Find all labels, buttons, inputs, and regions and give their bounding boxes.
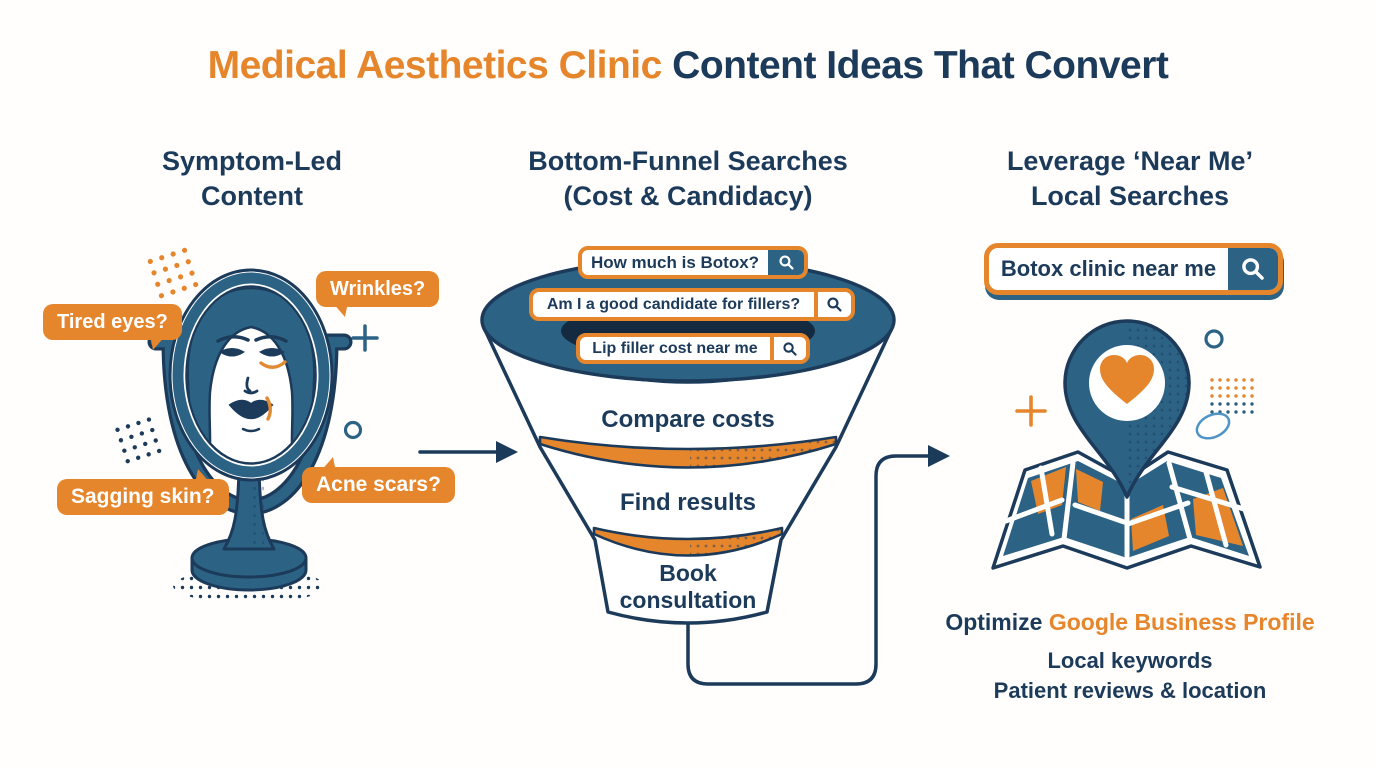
search-input[interactable]: Lip filler cost near me [576, 333, 810, 364]
local-search-input[interactable]: Botox clinic near me [984, 243, 1283, 295]
symptom-bubble: Wrinkles? [316, 271, 440, 317]
tip-patient-reviews: Patient reviews & location [993, 678, 1267, 703]
bubble-label: Wrinkles? [330, 278, 426, 300]
heading-local-line2: Local Searches [1030, 181, 1230, 211]
funnel-stage-label: Find results [619, 489, 757, 516]
face-accents [259, 360, 287, 421]
search-button[interactable] [768, 250, 804, 275]
folded-map [991, 450, 1262, 570]
flow-connector-icon [686, 445, 950, 686]
plus-decoration [1015, 395, 1047, 427]
search-query-text: How much is Botox? [590, 252, 760, 272]
search-icon [778, 255, 794, 270]
search-button[interactable] [814, 292, 851, 317]
search-query-text: Am I a good candidate for fillers? [546, 295, 801, 313]
heading-symptom-led: Symptom-Led Content [92, 144, 412, 214]
dots-decoration-orange [147, 247, 199, 299]
tip-highlight: Google Business Profile [1048, 609, 1315, 635]
heading-symptom-line1: Symptom-Led [161, 146, 342, 176]
circle-decoration [343, 420, 363, 440]
page-title: Medical Aesthetics Clinic Content Ideas … [0, 44, 1376, 88]
page-title-rest: Content Ideas That Convert [672, 44, 1169, 87]
page-title-highlight: Medical Aesthetics Clinic [207, 44, 673, 87]
heart-icon [1100, 355, 1154, 404]
heading-funnel-line1: Bottom-Funnel Searches [528, 146, 848, 176]
tip-optimize-gbp: Optimize Google Business Profile [930, 609, 1330, 636]
heading-symptom-line2: Content [201, 181, 303, 211]
search-query-text: Botox clinic near me [1000, 256, 1217, 281]
search-icon [827, 297, 842, 312]
map-blocks [1031, 467, 1243, 551]
search-icon [1242, 258, 1264, 280]
ellipse-decoration [1195, 412, 1231, 440]
symptom-bubble: Acne scars? [302, 457, 455, 503]
symptom-bubble: Tired eyes? [43, 304, 182, 350]
map-illustration [991, 319, 1262, 570]
heading-local-line1: Leverage ‘Near Me’ [1006, 146, 1254, 176]
heading-near-me: Leverage ‘Near Me’ Local Searches [950, 144, 1310, 214]
stem-texture [252, 478, 264, 544]
mirror-illustration [115, 247, 379, 603]
search-icon [783, 341, 797, 356]
search-query-text: Lip filler cost near me [592, 339, 758, 357]
dots-decoration-grid [1210, 378, 1254, 414]
tip-local-keywords: Local keywords [1047, 648, 1213, 673]
bubble-label: Sagging skin? [71, 485, 215, 508]
funnel-stage-label: Compare costs [601, 406, 775, 433]
heading-bottom-funnel: Bottom-Funnel Searches (Cost & Candidacy… [460, 144, 916, 214]
mirror-face [168, 268, 334, 482]
search-button[interactable] [1228, 248, 1278, 290]
symptom-bubble: Sagging skin? [57, 469, 229, 515]
bubble-label: Tired eyes? [57, 311, 168, 333]
funnel-stage-label: Book consultation [619, 560, 757, 613]
location-pin-icon [1063, 319, 1191, 499]
search-input[interactable]: Am I a good candidate for fillers? [529, 288, 855, 321]
search-button[interactable] [770, 337, 806, 360]
bubble-label: Acne scars? [316, 473, 441, 496]
tip-prefix: Optimize [945, 609, 1049, 635]
heading-funnel-line2: (Cost & Candidacy) [563, 181, 813, 211]
search-input[interactable]: How much is Botox? [578, 246, 808, 279]
flow-arrow-left-icon [418, 441, 518, 463]
mirror-base [190, 537, 308, 592]
dots-decoration-navy [115, 417, 162, 464]
map-roads [1003, 460, 1250, 559]
face-features [216, 335, 288, 433]
plus-decoration [351, 324, 379, 352]
circle-decoration [1204, 329, 1224, 349]
